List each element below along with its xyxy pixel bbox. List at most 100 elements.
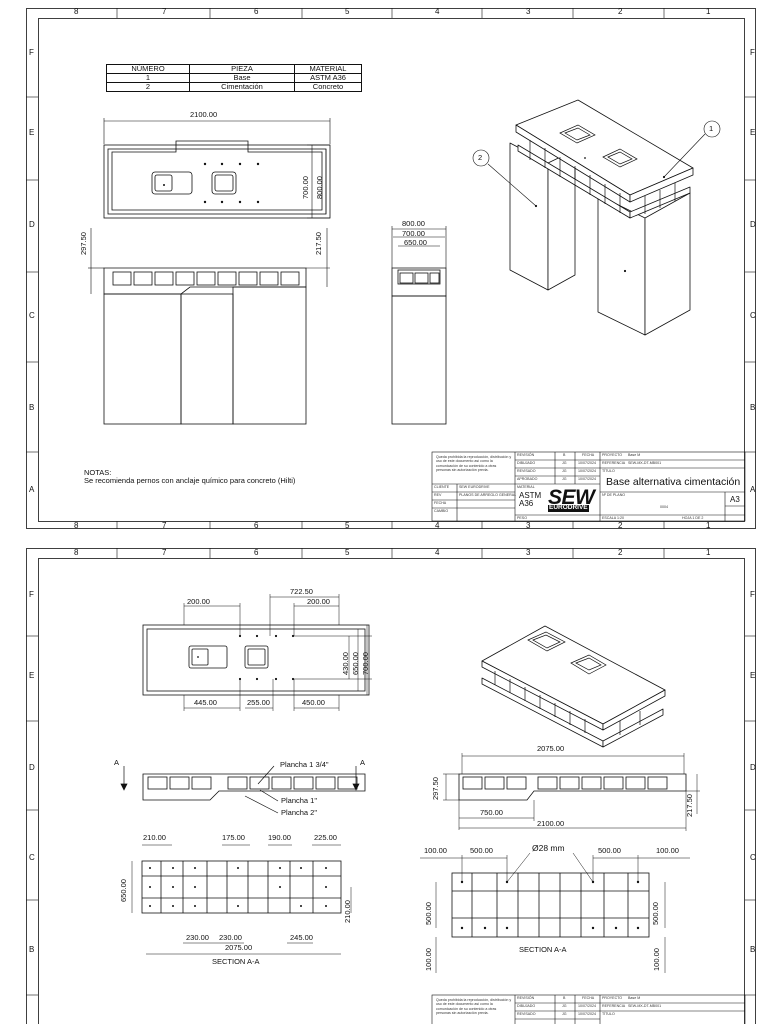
dim-top-width: 2100.00 [190, 110, 218, 119]
dim-217: 217.50 [685, 794, 694, 817]
dim-500r: 500.00 [651, 902, 660, 925]
tb-referencia-label: REFERENCIA [602, 461, 626, 465]
dim-175: 175.00 [222, 833, 245, 842]
dim-650: 650.00 [119, 879, 128, 902]
zone-row-d-right: D [750, 220, 756, 229]
tb-cambio-label: CAMBIO [434, 509, 449, 513]
dim-front-left: 297.50 [79, 232, 88, 255]
zone-col-8: 8 [74, 7, 79, 16]
zone-row-a: A [29, 485, 35, 494]
zone-col-2: 2 [618, 7, 623, 16]
tb-sheet-size: A3 [730, 495, 740, 504]
notes-text: Se recomienda pernos con anclaje químico… [84, 476, 296, 485]
tb-fecha-label: FECHA [582, 996, 595, 1000]
zone-col-6: 6 [254, 548, 259, 557]
dim-2075: 2075.00 [225, 943, 253, 952]
dim-210b: 210.00 [343, 900, 352, 923]
dim-650: 650.00 [351, 652, 360, 675]
tb-cliente-label: CLIENTE [434, 485, 450, 489]
plate-label: Plancha 1 3/4" [280, 760, 329, 769]
zone-row-b-right: B [750, 403, 756, 412]
sew-logo: SEW [548, 486, 595, 509]
zone-col-6-bottom: 6 [254, 521, 259, 530]
zone-col-2-bottom: 2 [618, 521, 623, 530]
tb-no-plano-value: 0004 [660, 505, 668, 509]
legal-notice: Queda prohibida la reproducción, distrib… [436, 998, 512, 1016]
table-cell: Concreto [294, 82, 362, 92]
dim-100r: 100.00 [652, 948, 661, 971]
tb-fecha-label: FECHA [434, 501, 447, 505]
tb-date: 10/07/2024 [578, 477, 596, 481]
tb-proyecto-label: PROYECTO [602, 453, 623, 457]
dim-255: 255.00 [247, 698, 270, 707]
section-marker-right: A [360, 758, 366, 767]
tb-hoja: HOJA 1 DE 2 [682, 516, 704, 520]
zone-row-d-right: D [750, 763, 756, 772]
dim-100a: 100.00 [424, 846, 447, 855]
zone-row-d: D [29, 220, 35, 229]
balloon-1: 1 [709, 124, 714, 133]
dim-500l: 500.00 [424, 902, 433, 925]
dim-side-700: 700.00 [402, 229, 425, 238]
zone-col-8: 8 [74, 548, 79, 557]
tb-revision-value: B [563, 453, 566, 457]
zone-row-b-right: B [750, 945, 756, 954]
dim-210: 210.00 [143, 833, 166, 842]
tb-revisado-label: REVISADO [517, 469, 536, 473]
zone-col-4: 4 [435, 548, 440, 557]
tb-referencia-value: SEW-MX-DT-MB001 [628, 1004, 662, 1008]
dim-190: 190.00 [268, 833, 291, 842]
tb-titulo-label: TÍTULO [602, 469, 615, 473]
zone-col-7: 7 [162, 548, 167, 557]
section-label: SECTION A-A [519, 945, 567, 954]
dim-100b: 100.00 [656, 846, 679, 855]
zone-col-5: 5 [345, 548, 350, 557]
tb-escala: ESCALA 1:20 [602, 516, 624, 520]
zone-row-b: B [29, 403, 35, 412]
drawing-sheet-1: 8 7 6 5 4 3 2 1 8 7 6 5 4 3 2 1 F E D C … [26, 7, 756, 530]
dim-445: 445.00 [194, 698, 217, 707]
tb-initials: JG [562, 477, 567, 481]
tb-rev-value: PLANOS DE ARREGLO GENERAL [459, 493, 517, 497]
tb-proyecto-value: Base M [628, 996, 641, 1000]
dim-500a: 500.00 [470, 846, 493, 855]
plate-label: Plancha 2" [281, 808, 318, 817]
dim-2075: 2075.00 [537, 744, 565, 753]
table-row: 2 Cimentación Concreto [106, 82, 362, 92]
tb-initials: JG [562, 469, 567, 473]
dim-430: 430.00 [341, 652, 350, 675]
dim-2100: 2100.00 [537, 819, 565, 828]
zone-row-e-right: E [750, 128, 756, 137]
dim-225: 225.00 [314, 833, 337, 842]
zone-col-1: 1 [706, 7, 711, 16]
section-marker-left: A [114, 758, 120, 767]
zone-row-a-right: A [750, 485, 756, 494]
tb-fecha-col-label: FECHA [582, 453, 595, 457]
zone-row-f: F [29, 590, 34, 599]
dim-297: 297.50 [431, 777, 440, 800]
zone-row-f-right: F [750, 48, 755, 57]
zone-col-5-bottom: 5 [345, 521, 350, 530]
zone-col-1: 1 [706, 548, 711, 557]
zone-row-e-right: E [750, 671, 756, 680]
zone-col-4: 4 [435, 7, 440, 16]
tb-date: 10/07/2024 [578, 1012, 596, 1016]
zone-row-e: E [29, 671, 35, 680]
tb-revision-value: B [563, 996, 566, 1000]
plate-label: Plancha 1" [281, 796, 318, 805]
legal-notice: Queda prohibida la reproducción, distrib… [436, 455, 512, 473]
tb-rev-label: REV [434, 493, 442, 497]
dim-front-right: 217.50 [314, 232, 323, 255]
dim-722: 722.50 [290, 587, 313, 596]
zone-row-b: B [29, 945, 35, 954]
zone-col-8-bottom: 8 [74, 521, 79, 530]
section-label: SECTION A-A [212, 957, 260, 966]
tb-referencia-value: SEW-MX-DT-MB001 [628, 461, 662, 465]
dim-500b: 500.00 [598, 846, 621, 855]
dim-450: 450.00 [302, 698, 325, 707]
table-cell: 2 [106, 82, 190, 92]
dim-200: 200.00 [187, 597, 210, 606]
tb-initials: JG [562, 461, 567, 465]
zone-col-7: 7 [162, 7, 167, 16]
tb-dibujado-label: DIBUJADO [517, 1004, 536, 1008]
